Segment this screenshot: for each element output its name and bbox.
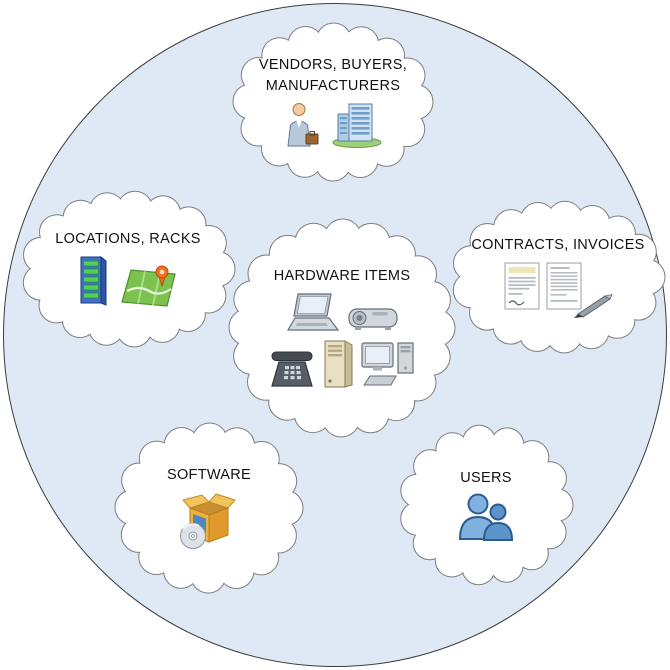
software-label: SOFTWARE	[166, 466, 252, 483]
locations-label: LOCATIONS, RACKS	[55, 230, 201, 247]
cloud-contracts: CONTRACTS, INVOICES	[450, 200, 666, 354]
hardware-label: HARDWARE ITEMS	[273, 268, 411, 285]
desktop-computer-icon	[361, 342, 414, 386]
server-rack-icon	[80, 256, 107, 307]
office-building-icon	[332, 103, 382, 149]
laptop-icon	[286, 293, 339, 331]
software-box-icon	[180, 493, 236, 550]
users-label: USERS	[460, 469, 512, 486]
documents-icon	[504, 262, 613, 319]
cd-icon	[180, 523, 206, 550]
contracts-label: CONTRACTS, INVOICES	[471, 236, 645, 253]
cloud-hardware: HARDWARE ITEMS	[228, 218, 456, 438]
cloud-locations: LOCATIONS, RACKS	[20, 190, 236, 348]
cloud-vendors: VENDORS, BUYERS, MANUFACTURERS	[232, 22, 434, 182]
invoice-document-icon	[546, 262, 582, 310]
businessman-icon	[287, 103, 319, 147]
user-front-silhouette	[482, 503, 514, 542]
contract-document-icon	[504, 262, 540, 310]
pen-icon	[574, 294, 613, 319]
cloud-outline	[114, 422, 304, 594]
cloud-outline	[228, 218, 456, 438]
users-icon	[458, 493, 514, 542]
server-tower-icon	[324, 339, 353, 388]
cloud-outline	[452, 200, 666, 354]
cloud-software: SOFTWARE	[114, 422, 304, 594]
cloud-users: USERS	[398, 424, 574, 586]
map-icon	[121, 265, 176, 307]
cloud-outline	[232, 22, 434, 182]
vendors-label-line2: MANUFACTURERS	[265, 77, 401, 94]
desk-phone-icon	[271, 351, 313, 387]
projector-icon	[347, 308, 398, 330]
vendors-label-line1: VENDORS, BUYERS,	[258, 56, 408, 73]
